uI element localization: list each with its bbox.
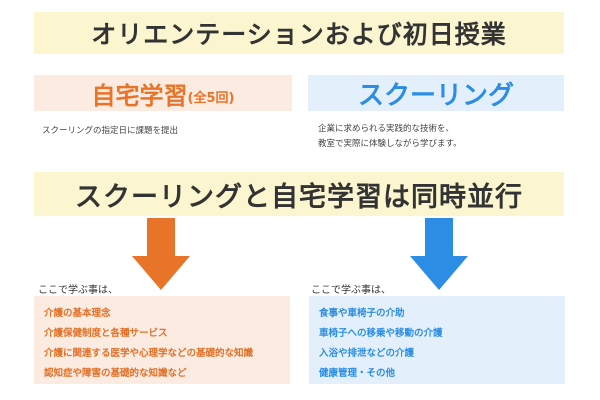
down-arrow-icon xyxy=(410,218,468,290)
schooling-topics: 食事や車椅子の介助 車椅子への移乗や移動の介護 入浴や排泄などの介護 健康管理・… xyxy=(309,296,565,384)
list-item: 車椅子への移乗や移動の介護 xyxy=(319,328,443,339)
schooling-learn-label: ここで学ぶ事は、 xyxy=(311,285,391,296)
schooling-description-line: 企業に求められる実践的な技術を、 xyxy=(318,124,455,134)
schooling-header: スクーリング xyxy=(308,75,564,111)
home-study-title: 自宅学習 xyxy=(91,81,188,110)
mid-banner-title: スクーリングと自宅学習は同時並行 xyxy=(75,181,523,213)
list-item: 入浴や排泄などの介護 xyxy=(319,348,415,359)
home-study-subtitle: (全5回) xyxy=(187,90,235,106)
top-banner-title: オリエンテーションおよび初日授業 xyxy=(91,20,507,49)
home-study-learn-label: ここで学ぶ事は、 xyxy=(38,285,118,296)
list-item: 食事や車椅子の介助 xyxy=(319,308,405,319)
home-study-header: 自宅学習(全5回) xyxy=(34,75,292,111)
list-item: 介護保健制度と各種サービス xyxy=(44,328,168,339)
list-item: 認知症や障害の基礎的な知識など xyxy=(44,368,187,379)
down-arrow-icon xyxy=(132,218,190,290)
top-banner: オリエンテーションおよび初日授業 xyxy=(34,12,564,54)
list-item: 健康管理・その他 xyxy=(319,368,396,379)
schooling-title: スクーリング xyxy=(357,80,514,111)
schooling-description: 企業に求められる実践的な技術を、 教室で実際に体験しながら学びます。 xyxy=(318,122,462,152)
list-item: 介護に関連する医学や心理学などの基礎的な知識 xyxy=(44,348,254,359)
list-item: 介護の基本理念 xyxy=(44,308,111,319)
schooling-description-line: 教室で実際に体験しながら学びます。 xyxy=(318,139,462,149)
home-study-description: スクーリングの指定日に課題を提出 xyxy=(42,126,179,136)
home-study-topics: 介護の基本理念 介護保健制度と各種サービス 介護に関連する医学や心理学などの基礎… xyxy=(34,296,290,384)
mid-banner: スクーリングと自宅学習は同時並行 xyxy=(34,172,564,216)
